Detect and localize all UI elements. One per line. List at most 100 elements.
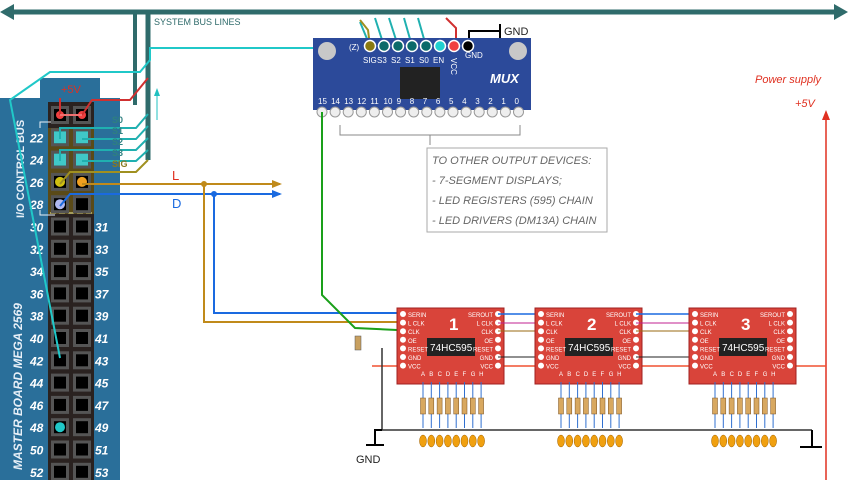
output-label: E (454, 372, 458, 378)
register-pin (495, 345, 501, 352)
resistor (608, 397, 614, 415)
connected-pin (77, 176, 87, 187)
socket-hole (54, 398, 66, 411)
socket-hole (54, 354, 66, 367)
register-pin (538, 328, 544, 335)
register-pin (787, 311, 793, 317)
led (761, 434, 769, 448)
mux-gnd-label: GND (504, 26, 529, 38)
socket-hole (54, 220, 66, 233)
mux-channel-label: 5 (449, 97, 454, 106)
socket-hole (54, 465, 66, 478)
output-label: B (721, 372, 725, 378)
pin-number-label: 50 (30, 444, 44, 458)
power-supply-label: Power supply (755, 74, 823, 86)
connected-pin (55, 176, 65, 187)
register-pin (787, 328, 793, 335)
socket-hole (54, 443, 66, 456)
register-pin-label: CLK (773, 330, 785, 336)
register-pin (633, 336, 639, 343)
output-label: D (446, 372, 451, 378)
resistor (445, 397, 451, 415)
led (727, 434, 736, 448)
register-pin (400, 354, 406, 360)
pin-number-label: 43 (94, 354, 109, 368)
output-label: E (746, 372, 750, 378)
register-pin-label: SERIN (546, 313, 564, 319)
register-pin (400, 311, 406, 317)
resistor (753, 397, 760, 415)
output-label: C (438, 372, 443, 378)
mux-pin-label: EN (433, 56, 444, 65)
mux-channel-pin (434, 106, 446, 118)
output-label: H (771, 372, 775, 378)
register-pin-label: CLK (546, 330, 558, 336)
pin-number-label: 41 (94, 332, 109, 346)
led (419, 434, 427, 448)
socket-hole (76, 287, 88, 300)
signal-label-sig: SIG (112, 159, 128, 169)
mux-pin-s2 (391, 39, 405, 53)
mux-pin-label: S3 (377, 56, 387, 65)
led (711, 434, 719, 448)
resistor (470, 397, 476, 415)
mux-channel-label: 8 (410, 97, 415, 106)
gnd-label: GND (356, 454, 381, 466)
socket-hole (76, 309, 88, 322)
mux-channel-pin (342, 106, 354, 118)
z-label: (Z) (349, 43, 360, 52)
register-pin (400, 362, 406, 369)
register-pin (538, 319, 544, 326)
output-label: F (463, 372, 467, 378)
pin-number-label: 45 (94, 377, 109, 391)
ic-chip (719, 338, 767, 356)
socket-hole (54, 287, 66, 300)
output-label: C (576, 372, 581, 378)
pin-number-label: 42 (29, 354, 44, 368)
mux-pin-s0 (419, 39, 433, 53)
pin-number-label: 49 (94, 421, 109, 435)
ic-chip (427, 338, 475, 356)
signal-label-s3: S3 (112, 148, 123, 158)
socket-hole (76, 421, 88, 434)
register-pin-label: RESET (765, 347, 785, 353)
chip-label: 74HC595 (722, 343, 765, 354)
led (598, 434, 607, 448)
socket-hole (54, 309, 66, 322)
led (607, 434, 615, 448)
mux-channel-pin (395, 106, 407, 118)
mux-channel-pin (408, 106, 420, 118)
mux-pin-gnd (461, 39, 475, 53)
mux-channel-pin (368, 106, 380, 118)
connected-pin (76, 131, 88, 144)
mux-channel-pin (447, 106, 459, 118)
register-pin-label: VCC (618, 365, 631, 371)
resistor (728, 397, 735, 415)
socket-hole (76, 465, 88, 478)
register-pin-label: GND (408, 356, 422, 362)
register-pin-label: VCC (408, 365, 421, 371)
register-pin-label: L CLK (769, 322, 785, 328)
connected-pin (55, 422, 65, 433)
register-pin-label: VCC (700, 365, 713, 371)
register-pin (495, 336, 501, 343)
register-pin-label: OE (622, 339, 631, 345)
mux-channel-label: 15 (318, 97, 327, 106)
pin-number-label: 35 (95, 265, 109, 279)
resistor (566, 397, 573, 415)
latch-label: L (172, 168, 179, 183)
resistor (583, 397, 589, 415)
pin-number-label: 39 (95, 310, 109, 324)
register-pin-label: GND (546, 356, 560, 362)
register-pin-label: L CLK (615, 322, 631, 328)
led (582, 434, 590, 448)
mux-channel-label: 14 (331, 97, 340, 106)
register-pin (787, 354, 793, 360)
output-label: A (421, 372, 425, 378)
mux-channel-label: 1 (501, 97, 506, 106)
register-pin-label: GND (480, 356, 494, 362)
mux-pin-s3 (377, 39, 391, 53)
chip-label: 74HC595 (430, 343, 473, 354)
vcc-label: +5V (61, 84, 82, 96)
